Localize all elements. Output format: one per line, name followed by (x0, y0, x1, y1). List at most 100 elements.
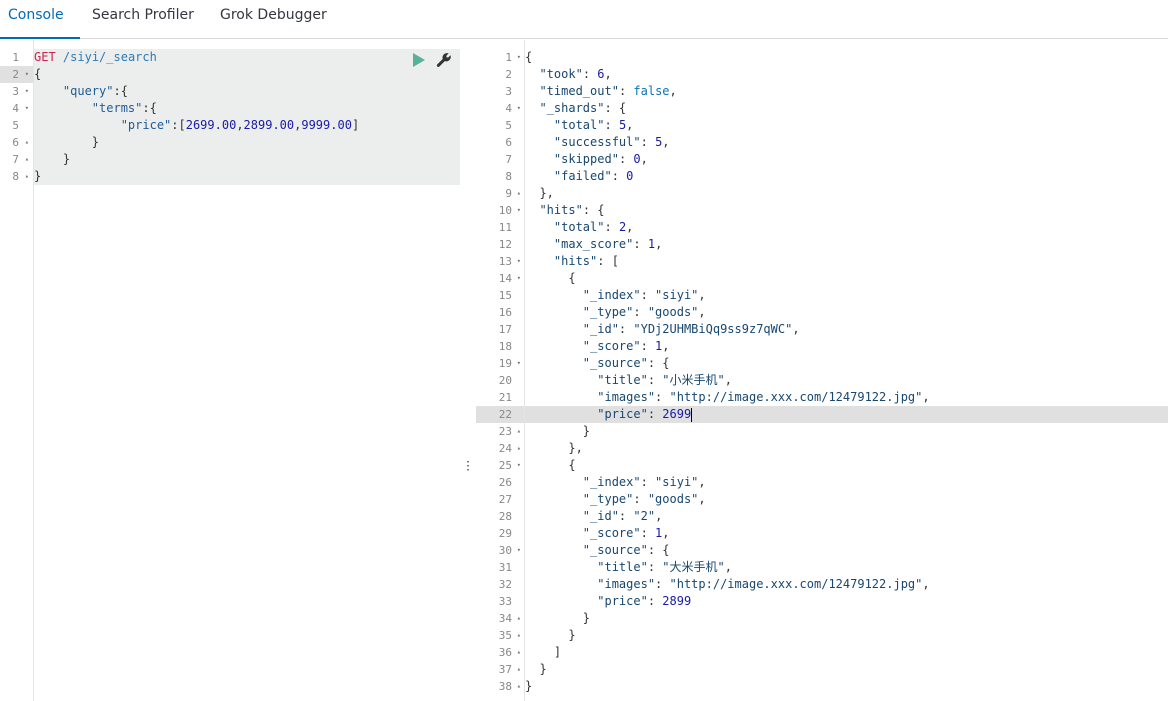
code-token: : { (582, 203, 605, 217)
tab-search-profiler[interactable]: Search Profiler (92, 7, 194, 23)
code-token: "query" (62, 84, 114, 98)
wrench-icon[interactable] (436, 52, 452, 68)
fold-open-icon[interactable]: ▾ (516, 274, 521, 282)
code-line: } (525, 610, 1168, 627)
code-token (525, 509, 583, 523)
code-token (525, 305, 583, 319)
tab-bar: Console Search Profiler Grok Debugger (0, 0, 1168, 39)
fold-close-icon[interactable]: ▴ (516, 189, 521, 197)
vertical-dots-icon[interactable]: ··· (466, 455, 470, 477)
code-token: , (626, 220, 634, 234)
fold-open-icon[interactable]: ▾ (24, 87, 29, 95)
code-token: ] (525, 645, 562, 659)
fold-open-icon[interactable]: ▾ (516, 461, 521, 469)
code-token (525, 84, 539, 98)
fold-open-icon[interactable]: ▾ (516, 104, 521, 112)
fold-open-icon[interactable]: ▾ (24, 70, 29, 78)
fold-open-icon[interactable]: ▾ (516, 206, 521, 214)
code-line: "_score": 1, (525, 525, 1168, 542)
fold-open-icon[interactable]: ▾ (516, 359, 521, 367)
fold-close-icon[interactable]: ▴ (24, 172, 29, 180)
line-number: 14▾ (476, 270, 524, 287)
code-token: 2699 (662, 407, 692, 421)
code-line: "images": "http://image.xxx.com/12479122… (525, 576, 1168, 593)
code-token: , (604, 67, 612, 81)
fold-open-icon[interactable]: ▾ (24, 104, 29, 112)
play-icon[interactable] (412, 53, 426, 67)
line-number-text: 33 (498, 595, 512, 608)
fold-close-icon[interactable]: ▴ (516, 444, 521, 452)
code-token: : (618, 509, 634, 523)
fold-open-icon[interactable]: ▾ (516, 546, 521, 554)
fold-close-icon[interactable]: ▴ (516, 648, 521, 656)
line-number-text: 27 (498, 493, 512, 506)
code-line: { (34, 66, 460, 83)
fold-close-icon[interactable]: ▴ (24, 155, 29, 163)
code-token: }, (525, 441, 583, 455)
line-number: 31 (476, 559, 524, 576)
tab-grok-debugger[interactable]: Grok Debugger (220, 7, 327, 23)
line-number: 26 (476, 474, 524, 491)
code-token (525, 322, 583, 336)
request-code[interactable]: GET /siyi/_search{ "query":{ "terms":{ "… (34, 49, 460, 185)
line-number: 22 (476, 406, 524, 423)
code-line: "_index": "siyi", (525, 287, 1168, 304)
line-number: 37▴ (476, 661, 524, 678)
tab-console[interactable]: Console (0, 0, 80, 39)
code-token: "hits" (539, 203, 583, 217)
fold-open-icon[interactable]: ▾ (516, 257, 521, 265)
line-number: 5 (0, 117, 33, 134)
code-token: : (618, 84, 634, 98)
line-number: 36▴ (476, 644, 524, 661)
line-number: 19▾ (476, 355, 524, 372)
code-token: : { (604, 101, 627, 115)
line-number: 8▴ (0, 168, 33, 185)
fold-close-icon[interactable]: ▴ (516, 631, 521, 639)
code-token: GET (34, 50, 56, 64)
code-token (525, 237, 554, 251)
code-token: } (34, 169, 42, 183)
fold-close-icon[interactable]: ▴ (516, 665, 521, 673)
line-number-text: 6 (505, 136, 512, 149)
code-token: : (647, 407, 663, 421)
code-token: , (626, 118, 634, 132)
code-token: : (640, 288, 656, 302)
code-line: }, (525, 440, 1168, 457)
line-number: 6 (476, 134, 524, 151)
code-token: "goods" (647, 305, 699, 319)
code-token: : (618, 152, 634, 166)
code-token: , (655, 237, 663, 251)
fold-close-icon[interactable]: ▴ (24, 138, 29, 146)
fold-close-icon[interactable]: ▴ (516, 682, 521, 690)
response-code[interactable]: { "took": 6, "timed_out": false, "_shard… (525, 49, 1168, 695)
code-token: : (647, 373, 663, 387)
code-line: "query":{ (34, 83, 460, 100)
code-token: } (525, 679, 533, 693)
code-line: GET /siyi/_search (34, 49, 460, 66)
code-token: "total" (553, 118, 605, 132)
fold-open-icon[interactable]: ▾ (516, 53, 521, 61)
code-token: : { (647, 356, 670, 370)
line-number-text: 1 (12, 51, 19, 64)
code-token: : (640, 339, 656, 353)
code-line: "_id": "2", (525, 508, 1168, 525)
fold-close-icon[interactable]: ▴ (516, 427, 521, 435)
code-token: : (633, 492, 648, 506)
line-number: 7 (476, 151, 524, 168)
code-token (525, 288, 583, 302)
fold-close-icon[interactable]: ▴ (516, 614, 521, 622)
pane-resizer[interactable] (460, 40, 476, 701)
code-line: "title": "小米手机", (525, 372, 1168, 389)
line-number-text: 32 (498, 578, 512, 591)
line-number: 4▾ (0, 100, 33, 117)
code-line: } (34, 168, 460, 185)
code-token: "_score" (582, 339, 641, 353)
line-number: 25▾ (476, 457, 524, 474)
code-token (525, 492, 583, 506)
line-number-text: 11 (498, 221, 512, 234)
code-token: "total" (553, 220, 605, 234)
code-line: "_score": 1, (525, 338, 1168, 355)
